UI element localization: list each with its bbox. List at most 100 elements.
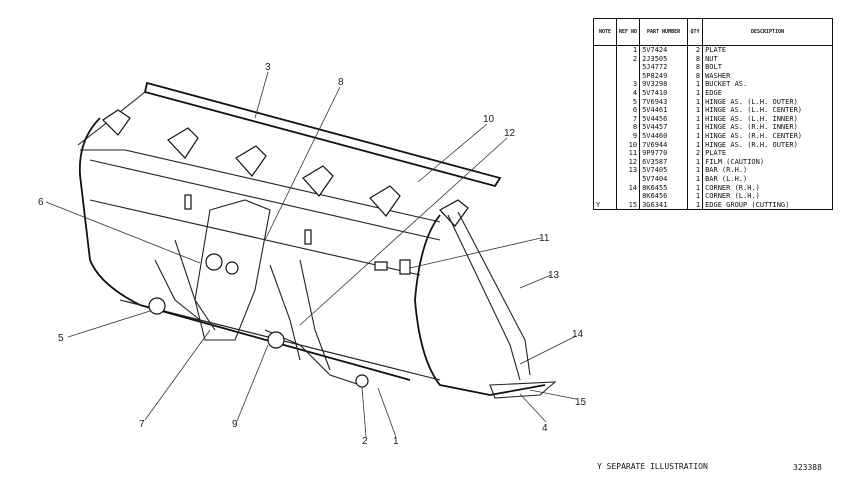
header-qty: QTY	[687, 18, 704, 46]
cell-qty: 1	[687, 114, 704, 124]
cell-note	[593, 192, 617, 201]
callout-14: 14	[572, 329, 584, 340]
cell-part: 8K6456	[639, 192, 689, 201]
cell-desc: CORNER (R.H.)	[702, 183, 833, 193]
cell-ref: 2	[615, 54, 641, 64]
cell-qty: 1	[687, 97, 704, 107]
callout-12: 12	[504, 128, 516, 139]
cell-part: 3G6341	[639, 200, 689, 211]
cell-qty: 1	[687, 166, 704, 175]
cell-part: 5V4460	[639, 131, 689, 141]
cell-ref: 9	[615, 131, 641, 141]
cell-ref: 12	[615, 157, 641, 167]
cell-qty: 1	[687, 157, 704, 167]
cell-part: 2J3505	[639, 54, 689, 64]
separate-illustration-note: Y SEPARATE ILLUSTRATION	[597, 462, 708, 471]
cell-desc: PLATE	[702, 149, 833, 158]
cell-note	[593, 80, 617, 89]
cell-desc: BOLT	[702, 63, 833, 72]
cell-ref: 7	[615, 114, 641, 124]
cell-desc: HINGE AS. (R.H. CENTER)	[702, 131, 833, 141]
cell-ref: 15	[615, 200, 641, 211]
cell-ref: 3	[615, 80, 641, 89]
cell-ref: 4	[615, 88, 641, 98]
cell-part: 5P8249	[639, 71, 689, 81]
cell-ref: 1	[615, 45, 641, 55]
cell-note	[593, 54, 617, 64]
cell-qty: 2	[687, 149, 704, 158]
cell-ref: 11	[615, 149, 641, 158]
cell-desc: NUT	[702, 54, 833, 64]
cell-desc: CORNER (L.H.)	[702, 192, 833, 201]
callout-7: 7	[139, 419, 145, 430]
cell-part: 5V7405	[639, 166, 689, 175]
callout-1: 1	[393, 436, 399, 447]
cell-desc: HINGE AS. (L.H. INNER)	[702, 114, 833, 124]
cell-note	[593, 97, 617, 107]
cell-desc: BAR (R.H.)	[702, 166, 833, 175]
header-ref-no: REF NO	[615, 18, 641, 46]
cell-desc: HINGE AS. (R.H. INNER)	[702, 123, 833, 132]
cell-part: 7V6944	[639, 140, 689, 150]
cell-qty: 1	[687, 200, 704, 211]
cell-note	[593, 157, 617, 167]
cell-qty: 1	[687, 123, 704, 132]
cell-part: 9V3298	[639, 80, 689, 89]
cell-ref	[615, 63, 641, 72]
cell-note	[593, 45, 617, 55]
cell-note	[593, 166, 617, 175]
cell-desc: EDGE	[702, 88, 833, 98]
callout-11: 11	[539, 233, 550, 244]
cell-desc: HINGE AS. (L.H. OUTER)	[702, 97, 833, 107]
cell-part: 8K6455	[639, 183, 689, 193]
cell-part: 5V4457	[639, 123, 689, 132]
cell-desc: PLATE	[702, 45, 833, 55]
header-part-number: PART NUMBER	[639, 18, 689, 46]
cell-note	[593, 140, 617, 150]
cell-part: 7V6943	[639, 97, 689, 107]
cell-ref	[615, 192, 641, 201]
callout-2: 2	[362, 436, 368, 447]
cell-qty: 1	[687, 131, 704, 141]
cell-note	[593, 88, 617, 98]
cell-qty: 1	[687, 174, 704, 184]
cell-note	[593, 183, 617, 193]
cell-qty: 1	[687, 88, 704, 98]
cell-qty: 1	[687, 183, 704, 193]
cell-qty: 8	[687, 63, 704, 72]
parts-list-table: NOTE REF NO PART NUMBER QTY DESCRIPTION …	[593, 18, 833, 211]
cell-note	[593, 106, 617, 115]
drawing-number: 323388	[793, 463, 822, 472]
cell-ref: 5	[615, 97, 641, 107]
cell-desc: HINGE AS. (R.H. OUTER)	[702, 140, 833, 150]
cell-note	[593, 131, 617, 141]
cell-part: 5V7424	[639, 45, 689, 55]
cell-part: 5J4772	[639, 63, 689, 72]
callout-9: 9	[232, 419, 238, 430]
cell-desc: HINGE AS. (L.H. CENTER)	[702, 106, 833, 115]
cell-ref: 14	[615, 183, 641, 193]
cell-desc: BAR (L.H.)	[702, 174, 833, 184]
cell-ref: 13	[615, 166, 641, 175]
cell-note	[593, 63, 617, 72]
cell-note	[593, 71, 617, 81]
callout-15: 15	[575, 397, 587, 408]
callout-10: 10	[483, 114, 495, 125]
cell-part: 5V7410	[639, 88, 689, 98]
callout-4: 4	[542, 423, 548, 434]
